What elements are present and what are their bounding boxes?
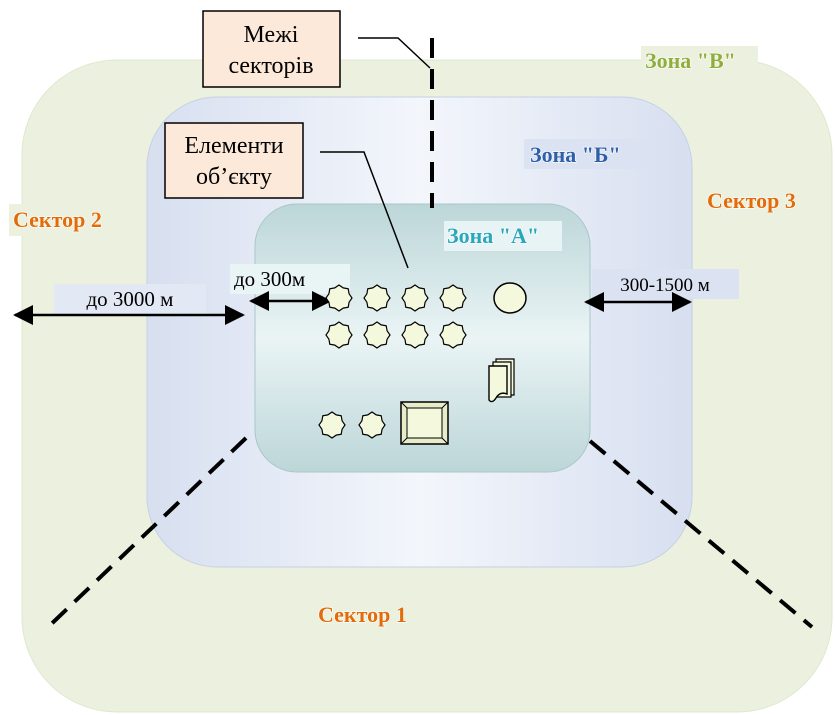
boundaries-callout-line2: секторів: [228, 53, 313, 79]
object-element-star: [401, 321, 429, 349]
object-element-star: [439, 284, 467, 312]
elements-callout-line2: об’єкту: [196, 164, 272, 190]
boundaries-leader-line: [358, 37, 431, 69]
zone-a-label: Зона "А": [447, 223, 539, 248]
object-element-star: [401, 284, 429, 312]
zone-c-label-bg: [641, 46, 758, 74]
elements-callout-line1: Елементи: [184, 133, 283, 159]
sector-divider-right: [588, 439, 814, 629]
object-element-star: [363, 284, 391, 312]
distance-zone-c-label: до 3000 м: [87, 287, 174, 311]
zone-a-label-bg: [444, 221, 562, 251]
distance-zone-a-label: до 300м: [234, 267, 305, 291]
boundaries-callout-line1: Межі: [244, 22, 299, 48]
object-element-star: [358, 411, 386, 439]
object-element-star: [325, 321, 353, 349]
object-element-panel: [400, 401, 449, 445]
sector-1-label: Сектор 1: [318, 602, 407, 627]
sector-3-label: Сектор 3: [707, 188, 796, 213]
object-element-document: [488, 358, 515, 403]
object-element-star: [318, 411, 346, 439]
sector-3-label-bg: [703, 185, 821, 217]
object-element-star: [439, 321, 467, 349]
object-element-circle: [493, 282, 527, 314]
sector-2-label-bg: [9, 204, 134, 236]
elements-callout-box: [164, 122, 304, 199]
sector-divider-left: [43, 436, 248, 632]
zone-b-label-bg: [524, 139, 649, 169]
zone-c-label: Зона "В": [645, 48, 736, 73]
object-element-star: [363, 321, 391, 349]
boundaries-callout-box: [202, 10, 341, 88]
sector-2-label: Сектор 2: [13, 207, 102, 232]
zone-b-label: Зона "Б": [530, 142, 621, 167]
sector-1-label-bg: [313, 599, 435, 631]
object-element-star: [325, 284, 353, 312]
distance-zone-b-label: 300-1500 м: [620, 275, 710, 296]
elements-leader-line: [320, 151, 409, 269]
